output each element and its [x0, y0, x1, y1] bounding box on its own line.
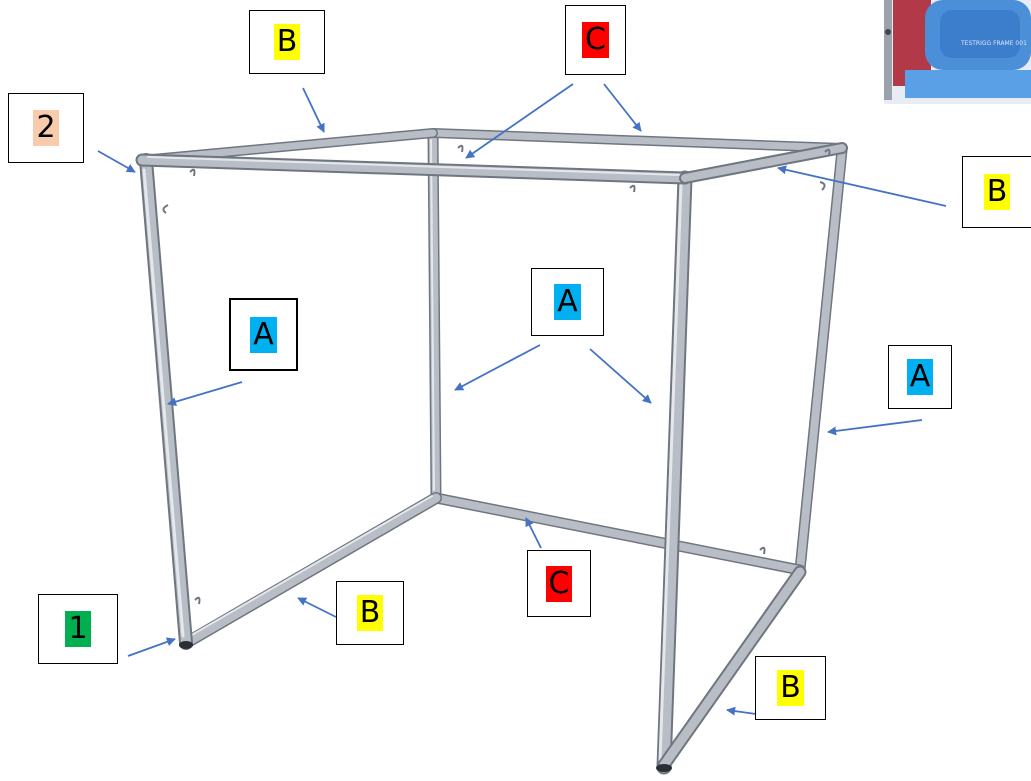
- frame-back: [137, 128, 848, 649]
- label-box-c-top: C: [565, 5, 626, 75]
- label-b-top-left: B: [273, 24, 301, 60]
- callout-arrows: [97, 83, 947, 716]
- arrow-a-left: [167, 381, 243, 407]
- label-a-center: A: [554, 284, 581, 320]
- arrow-a-center-left: [454, 344, 541, 391]
- label-b-right: B: [983, 174, 1011, 210]
- label-box-b-bottom-right: B: [755, 656, 826, 720]
- product-photo-thumbnail-icon: TESTRIGG FRAME 001: [884, 0, 1031, 104]
- arrow-2: [97, 150, 136, 173]
- arrow-1: [127, 637, 176, 657]
- thumbnail-caption: TESTRIGG FRAME 001: [960, 40, 1027, 47]
- label-box-c-bottom: C: [527, 550, 591, 617]
- label-box-a-center: A: [531, 268, 604, 336]
- label-box-b-bottom-left: B: [336, 581, 404, 645]
- arrow-b-right: [777, 165, 947, 207]
- arrow-c-top-right: [603, 83, 642, 132]
- label-b-bottom-right: B: [777, 670, 804, 706]
- label-2: 2: [33, 110, 59, 146]
- label-1: 1: [65, 611, 91, 647]
- arrow-c-bottom: [525, 517, 542, 549]
- label-box-1: 1: [38, 594, 118, 664]
- frame-front: [135, 142, 848, 775]
- label-box-b-right: B: [962, 156, 1031, 228]
- label-box-a-right: A: [888, 345, 952, 409]
- label-c-top: C: [582, 22, 609, 58]
- arrow-c-top-left: [465, 83, 574, 159]
- arrow-b-bottom-left: [297, 597, 337, 618]
- label-b-bottom-left: B: [356, 595, 384, 631]
- label-box-2: 2: [8, 93, 84, 163]
- label-box-a-left: A: [229, 298, 298, 371]
- label-box-b-top-left: B: [249, 10, 325, 74]
- arrow-b-top-left: [302, 87, 325, 133]
- arrow-a-center-right: [589, 348, 652, 404]
- arrow-b-bottom-right: [726, 706, 757, 716]
- label-c-bottom: C: [545, 565, 573, 602]
- label-a-left: A: [250, 316, 277, 353]
- arrow-a-right: [827, 419, 923, 436]
- label-a-right: A: [906, 359, 934, 395]
